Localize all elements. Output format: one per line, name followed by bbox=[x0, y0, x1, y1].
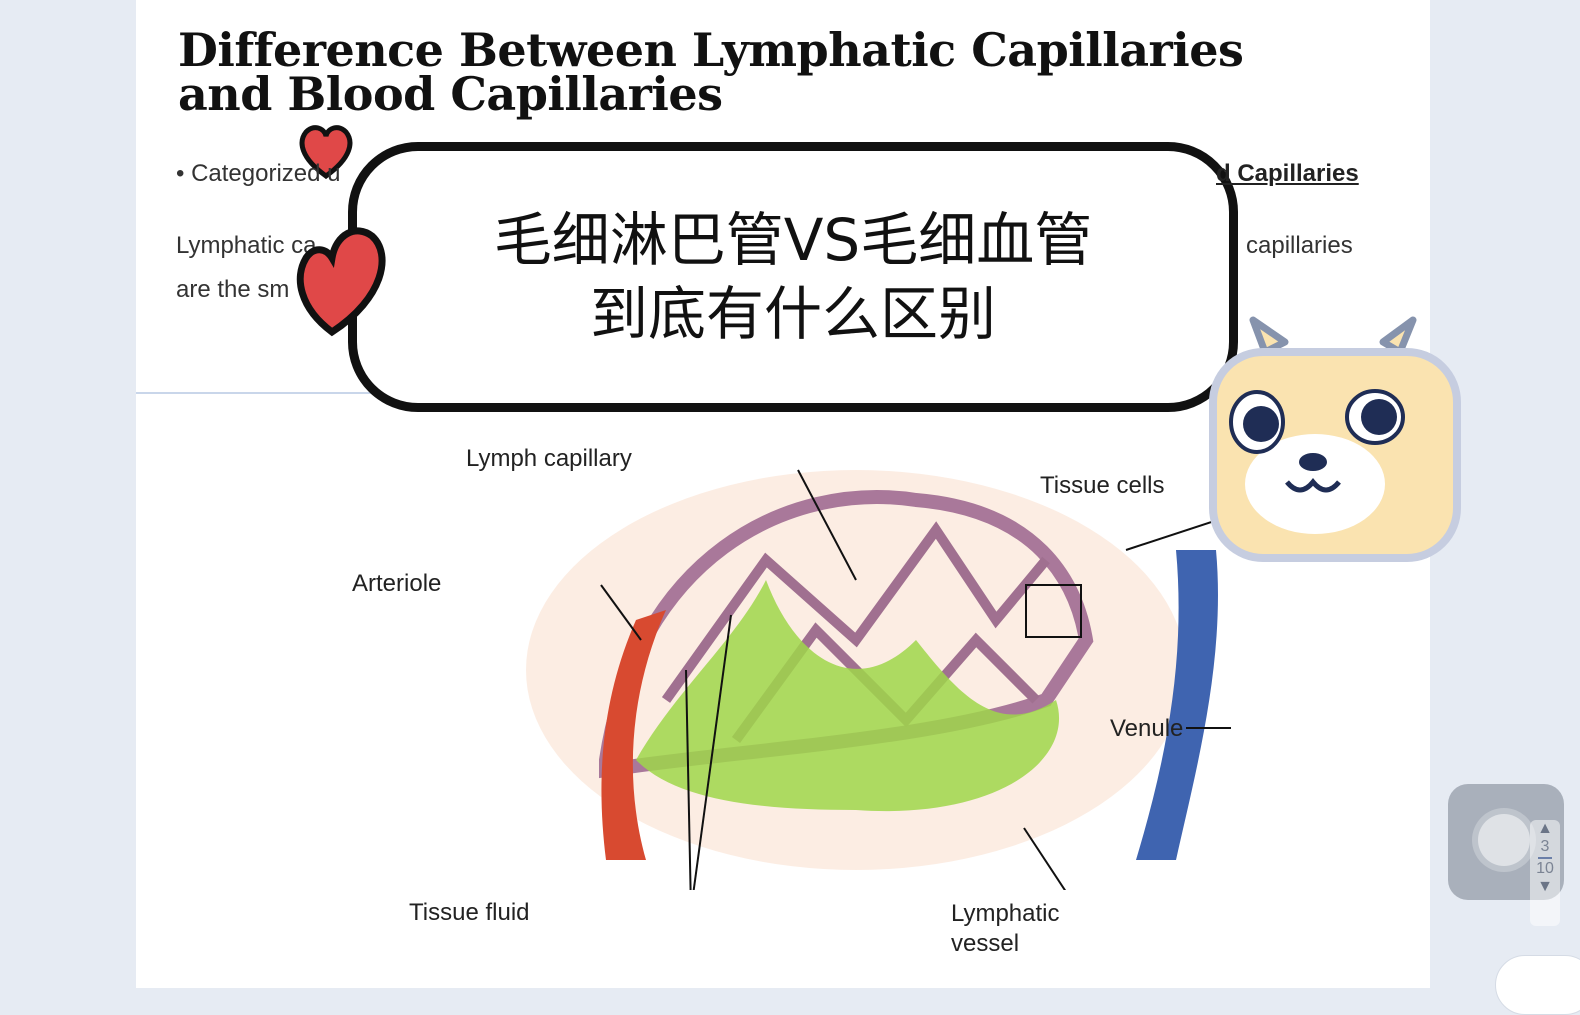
page-down-icon[interactable]: ▼ bbox=[1537, 878, 1553, 895]
leader-line bbox=[600, 584, 642, 641]
page-indicator: ▲ 3 10 ▼ bbox=[1530, 820, 1560, 926]
label-lymphatic-vessel: Lymphatic vessel bbox=[951, 899, 1060, 959]
paragraph-start: Lymphatic ca bbox=[176, 232, 317, 259]
label-tissue-cells: Tissue cells bbox=[1040, 472, 1165, 499]
label-lymph-capillary: Lymph capillary bbox=[466, 445, 632, 472]
label-lymphatic-line1: Lymphatic bbox=[951, 900, 1060, 927]
dog-mascot-icon bbox=[1209, 316, 1461, 562]
speech-bubble-overlay: 毛细淋巴管VS毛细血管 到底有什么区别 bbox=[348, 142, 1238, 412]
label-lymphatic-line2: vessel bbox=[951, 930, 1020, 957]
capillaries-link[interactable]: d Capillaries bbox=[1216, 160, 1359, 187]
leader-line bbox=[1023, 827, 1067, 890]
lymph-capillary-shape bbox=[636, 580, 1060, 812]
leader-line bbox=[692, 614, 732, 890]
highlight-box bbox=[1025, 584, 1082, 638]
paragraph-end: d capillaries bbox=[1226, 232, 1353, 259]
bullet-text: • Categorized u bbox=[176, 160, 341, 187]
heart-small-icon bbox=[299, 125, 353, 180]
title-line-1: Difference Between Lymphatic Capillaries bbox=[178, 23, 1244, 77]
title-line-2: and Blood Capillaries bbox=[178, 67, 723, 121]
page-up-icon[interactable]: ▲ bbox=[1537, 820, 1553, 837]
corner-button[interactable] bbox=[1495, 955, 1580, 1015]
arteriole-shape bbox=[601, 610, 666, 860]
total-pages: 10 bbox=[1536, 860, 1554, 877]
label-arteriole: Arteriole bbox=[352, 570, 442, 597]
capillary-diagram bbox=[526, 469, 1236, 890]
overlay-line-1: 毛细淋巴管VS毛细血管 bbox=[493, 206, 1093, 274]
paragraph-line-2: are the sm bbox=[176, 276, 290, 303]
heart-large-icon bbox=[296, 227, 386, 337]
page-title: Difference Between Lymphatic Capillaries… bbox=[178, 23, 1244, 121]
overlay-line-2: 到底有什么区别 bbox=[589, 280, 996, 348]
leader-line bbox=[797, 469, 857, 581]
label-venule: Venule bbox=[1110, 715, 1184, 742]
label-tissue-fluid: Tissue fluid bbox=[409, 899, 530, 926]
page-separator bbox=[1538, 857, 1552, 859]
leader-line bbox=[685, 669, 692, 890]
assistive-knob[interactable] bbox=[1478, 814, 1530, 866]
venule-shape bbox=[1136, 550, 1218, 860]
current-page: 3 bbox=[1540, 838, 1550, 855]
